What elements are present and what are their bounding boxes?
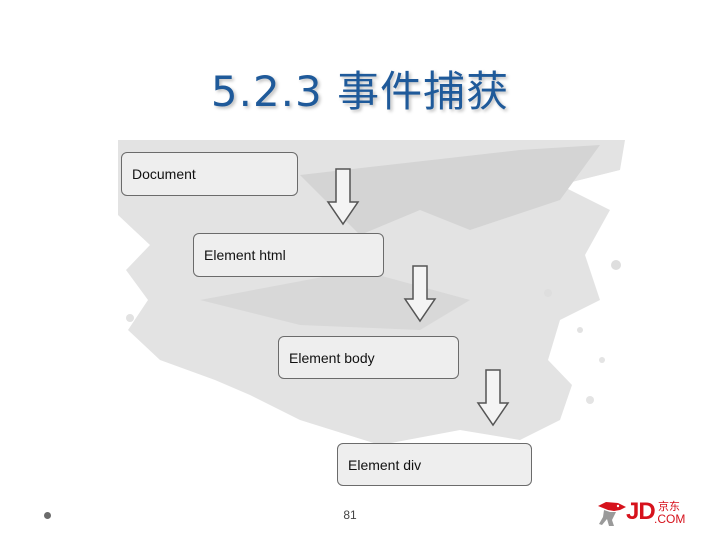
page-number: 81 <box>343 508 357 522</box>
logo-chinese-text: 京东 <box>658 500 680 513</box>
jd-dog-icon <box>598 502 626 526</box>
logo-com-text: .COM <box>654 512 686 526</box>
jd-logo: JD 京东 .COM <box>596 496 696 530</box>
node-document: Document <box>121 152 298 196</box>
slide-title: 5.2.3 事件捕获 <box>210 67 510 116</box>
arrow-html-to-body <box>403 265 437 323</box>
footer-dot <box>44 512 51 519</box>
node-element-body: Element body <box>278 336 459 379</box>
arrow-body-to-div <box>476 369 510 427</box>
logo-jd-text: JD <box>626 498 656 525</box>
arrow-document-to-html <box>326 168 360 226</box>
node-element-html: Element html <box>193 233 384 277</box>
node-element-div: Element div <box>337 443 532 486</box>
